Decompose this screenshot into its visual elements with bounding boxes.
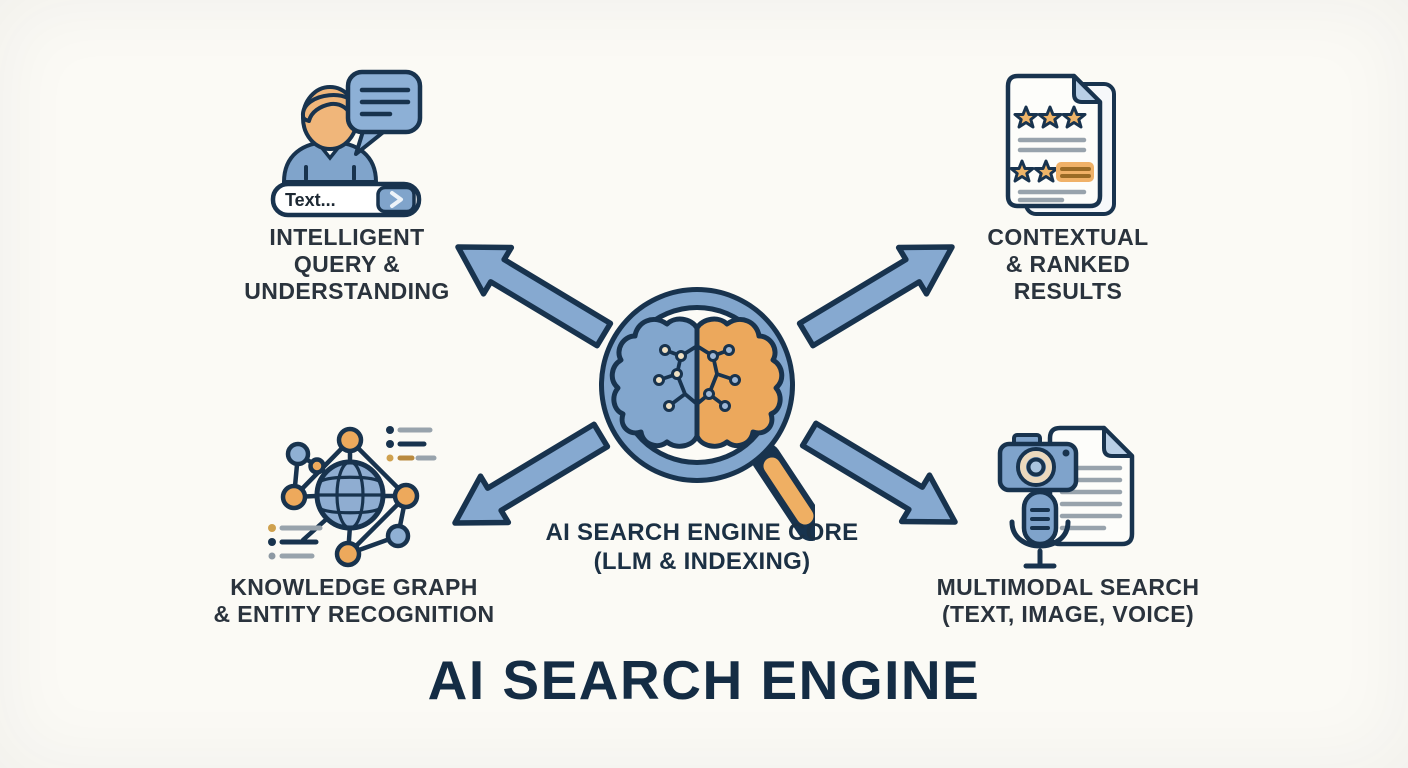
search-input-value: Text...: [285, 190, 336, 210]
mic-grill-lines: [1030, 508, 1050, 530]
entity-list-top: [386, 426, 437, 462]
highlight-lines: [1060, 167, 1091, 178]
brain-circuit-nodes-left: [653, 344, 687, 412]
magnifier-brain-icon: [599, 287, 815, 541]
camera-lens-center: [1026, 457, 1046, 477]
label-intelligent-query: INTELLIGENT QUERY & UNDERSTANDING: [244, 224, 450, 304]
label-core: AI SEARCH ENGINE CORE (LLM & INDEXING): [545, 519, 859, 575]
camera-lens-ring: [1020, 451, 1052, 483]
arrow-top-right: [796, 244, 955, 349]
result-text-lines: [1017, 137, 1087, 203]
brain-circuit-nodes-right: [703, 344, 741, 412]
camera-lens-outer: [1016, 447, 1056, 487]
user-query-icon: Text...: [270, 69, 423, 218]
magnifier-handle: [763, 457, 814, 525]
graph-nodes-blue: [285, 441, 411, 549]
speech-bubble-text-lines: [359, 87, 411, 117]
graph-nodes-orange: [280, 426, 420, 568]
label-multimodal-search: MULTIMODAL SEARCH (TEXT, IMAGE, VOICE): [936, 574, 1200, 627]
front-page-fold: [1072, 74, 1102, 104]
globe-grid: [317, 460, 383, 530]
highlight-box: [1056, 162, 1094, 182]
chevron-right-icon: [390, 191, 403, 208]
entity-list-bottom: [268, 524, 323, 560]
search-button: [376, 185, 416, 214]
arrow-bottom-left: [452, 421, 611, 526]
multimodal-document-fold: [1102, 426, 1134, 458]
knowledge-graph-icon: [268, 426, 437, 568]
arrow-top-left: [455, 244, 614, 349]
camera-flash-dot: [1062, 449, 1070, 457]
rating-stars: [1009, 105, 1087, 183]
label-knowledge-graph: KNOWLEDGE GRAPH & ENTITY RECOGNITION: [213, 574, 495, 627]
ranked-documents-icon: [1005, 73, 1116, 216]
camera-mic-document-icon: [997, 425, 1135, 569]
label-contextual-ranked: CONTEXTUAL & RANKED RESULTS: [987, 224, 1149, 304]
page-title: AI SEARCH ENGINE: [427, 649, 981, 711]
arrow-bottom-right: [799, 420, 958, 525]
